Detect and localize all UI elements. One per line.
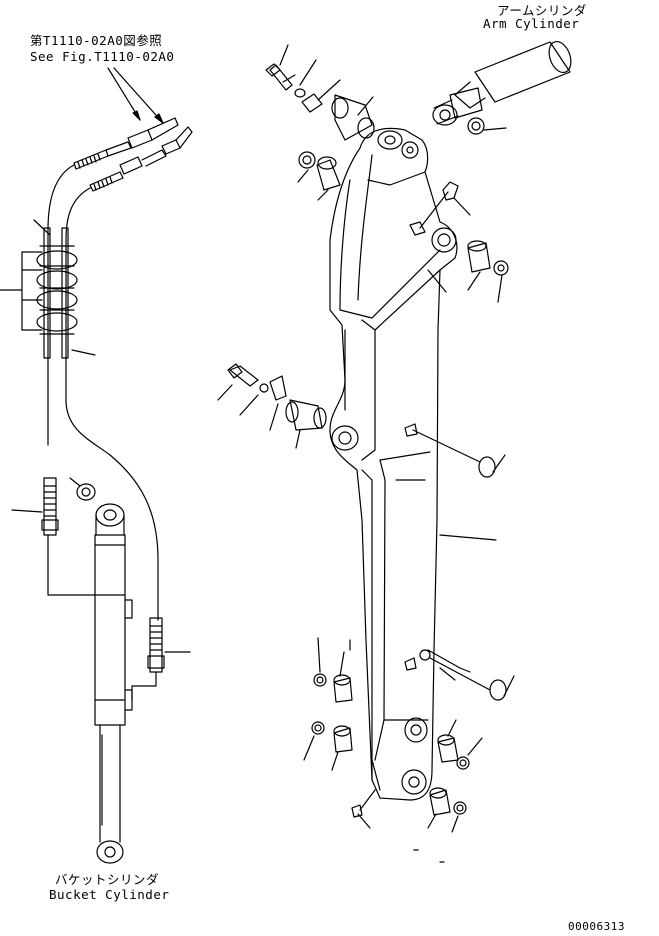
hydraulic-hoses [48,118,192,620]
reference-note-jp: 第T1110-02A0図参照 [30,33,163,48]
bucket-cylinder-label-en: Bucket Cylinder [49,887,170,902]
hose-clamps [0,220,95,358]
drawing-number: 00006313 [568,920,625,933]
arm-hardware [218,45,514,862]
bucket-cylinder [95,504,190,863]
arm-cylinder-label-en: Arm Cylinder [483,16,580,31]
arm-body [330,128,496,810]
fitting-parts [12,478,125,595]
arm-cylinder-label-jp: アームシリンダ [497,3,587,18]
reference-arrows [108,68,163,123]
reference-note-en: See Fig.T1110-02A0 [30,49,175,64]
arm-cylinder [433,39,575,134]
bucket-cylinder-label-jp: バケットシリンダ [55,872,160,887]
